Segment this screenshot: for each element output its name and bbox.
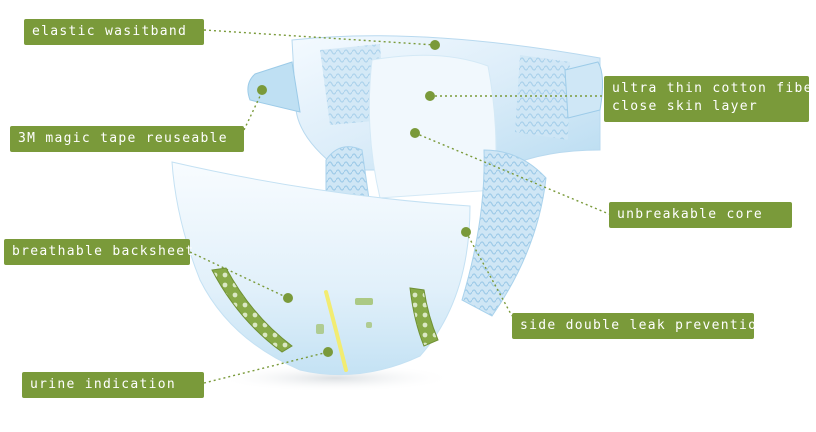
label-urine-indication: urine indication <box>22 372 204 398</box>
side-leak-guard-right <box>461 149 547 317</box>
label-magic-tape: 3M magic tape reuseable <box>10 126 244 152</box>
print-mark <box>355 298 373 305</box>
callout-dot-backsheet <box>283 293 293 303</box>
connector-elastic-waistband <box>203 29 436 46</box>
label-core: unbreakable core <box>609 202 792 228</box>
label-elastic-waistband-text: elastic wasitband <box>32 24 188 39</box>
callout-dot-leak-prevention <box>461 227 471 237</box>
callout-dot-magic-tape <box>257 85 267 95</box>
label-leak-prevention-text: side double leak prevention <box>520 318 767 333</box>
leak-cuff-green-right <box>409 287 439 347</box>
label-leak-prevention: side double leak prevention <box>512 313 767 339</box>
urine-indicator-line <box>324 290 348 372</box>
label-magic-tape-text: 3M magic tape reuseable <box>18 131 228 146</box>
callout-dot-cotton-layer <box>425 91 435 101</box>
magic-tape-right <box>564 61 604 119</box>
connector-backsheet <box>189 251 289 299</box>
label-elastic-waistband: elastic wasitband <box>24 19 204 45</box>
waistband-elastic-texture <box>320 44 385 125</box>
label-backsheet: breathable backsheet <box>4 239 195 265</box>
callout-dot-waistband <box>430 40 440 50</box>
leak-cuff-green-left <box>211 267 293 353</box>
connector-core <box>414 132 610 215</box>
diaper-shadow <box>215 364 455 392</box>
connector-leak-prevention <box>465 231 513 317</box>
print-mark <box>366 322 372 328</box>
callout-dot-urine-indication <box>323 347 333 357</box>
label-cotton-layer-line2: close skin layer <box>612 99 759 114</box>
callout-dots <box>257 40 471 357</box>
magic-tape-left <box>247 61 301 113</box>
connector-urine-indication <box>203 351 329 384</box>
inner-top-sheet <box>368 54 497 199</box>
label-core-text: unbreakable core <box>617 207 764 222</box>
callout-dot-core <box>410 128 420 138</box>
label-cotton-layer: ultra thin cotton fiber close skin layer <box>604 76 816 122</box>
waistband-elastic-texture-right <box>515 55 570 140</box>
label-backsheet-text: breathable backsheet <box>12 244 195 259</box>
label-urine-indication-text: urine indication <box>30 377 177 392</box>
connector-magic-tape <box>243 91 263 131</box>
connector-lines <box>189 29 610 384</box>
label-cotton-layer-line1: ultra thin cotton fiber <box>612 81 816 96</box>
front-backsheet-panel <box>171 161 471 376</box>
print-mark <box>316 324 324 334</box>
